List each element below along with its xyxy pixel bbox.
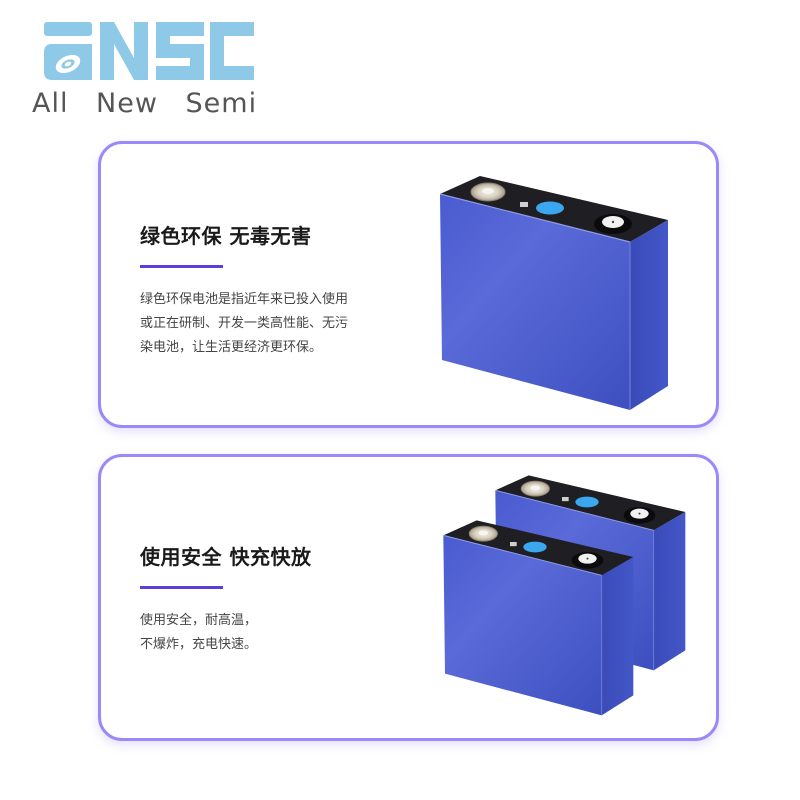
battery-cell-image <box>439 175 669 411</box>
brand-logo: All New Semi <box>32 22 274 122</box>
description-line: 使用安全，耐高温， <box>140 613 258 628</box>
description-line: 或正在研制、开发一类高性能、无污 <box>140 316 349 331</box>
card-description: 使用安全，耐高温， 不爆炸，充电快速。 <box>140 609 400 657</box>
card-title: 绿色环保 无毒无害 <box>140 224 312 248</box>
description-line: 染电池，让生活更经济更环保。 <box>140 340 323 355</box>
battery-cell-image-front <box>442 519 634 716</box>
card-description: 绿色环保电池是指近年来已投入使用 或正在研制、开发一类高性能、无污 染电池，让生… <box>140 288 400 360</box>
accent-rule <box>140 586 223 589</box>
ansc-logo-icon <box>44 22 254 80</box>
accent-rule <box>140 265 223 268</box>
description-line: 绿色环保电池是指近年来已投入使用 <box>140 292 349 307</box>
description-line: 不爆炸，充电快速。 <box>140 637 258 652</box>
brand-tagline: All New Semi <box>32 88 258 119</box>
card-title: 使用安全 快充快放 <box>140 545 312 569</box>
